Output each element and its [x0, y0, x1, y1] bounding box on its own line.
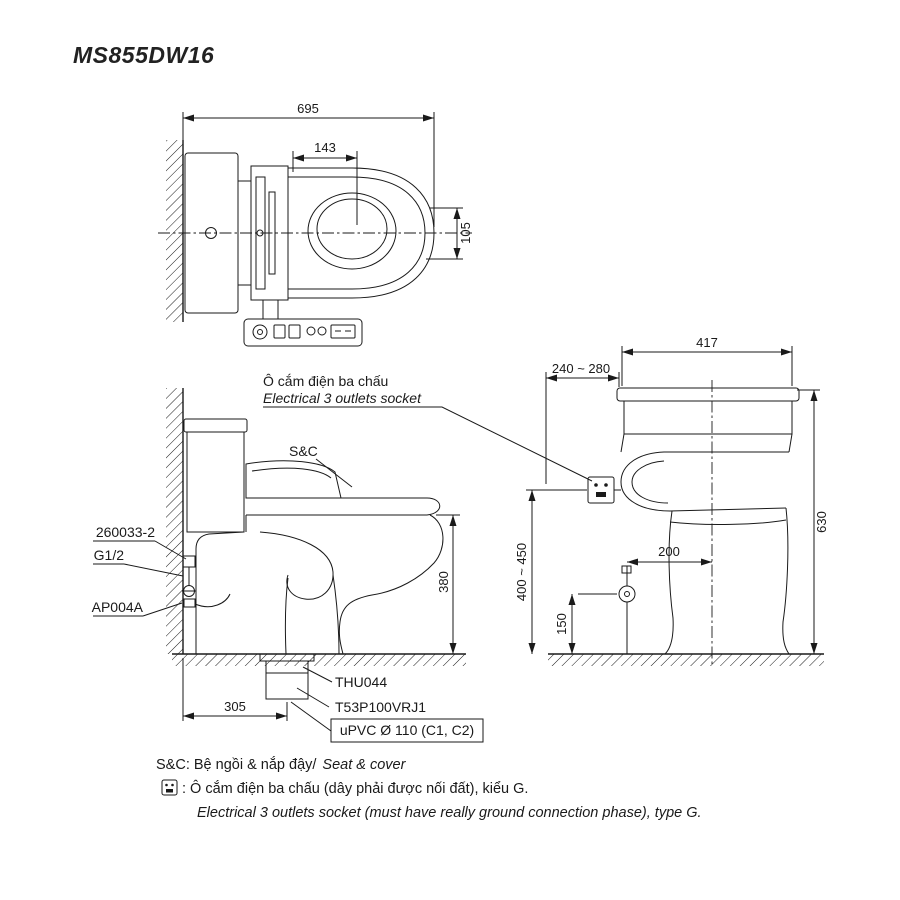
dim-400-450: 400 ~ 450	[514, 489, 587, 654]
toilet-side-outline	[183, 418, 444, 700]
socket-label-en: Electrical 3 outlets socket	[263, 390, 422, 406]
note-socket-vi: : Ô cắm điện ba chấu (dây phải được nối …	[182, 780, 528, 797]
floor-section-side	[172, 653, 466, 666]
supply-valve-assembly	[182, 555, 231, 608]
note-socket-en: Electrical 3 outlets socket (must have r…	[197, 805, 702, 821]
front-view: 417 240 ~ 280 630 400 ~ 450 200 150	[514, 335, 829, 666]
note-seat-cover-en: Seat & cover	[322, 757, 406, 773]
part-thread-label: G1/2	[94, 547, 125, 563]
part-valve-label: 260033-2	[96, 524, 155, 540]
electrical-socket	[587, 476, 621, 504]
top-view: 695 143 105	[158, 101, 473, 347]
callout-socket: Ô cắm điện ba chấu Electrical 3 outlets …	[263, 373, 593, 482]
dim-305: 305	[182, 658, 288, 721]
toilet-front-outline	[616, 387, 800, 655]
side-view: 260033-2 G1/2 AP004A S&C Ô cắm điện ba c…	[92, 373, 593, 743]
callout-hose: AP004A	[92, 599, 183, 617]
dim-105: 105	[426, 207, 473, 260]
control-panel-top	[243, 300, 363, 347]
callout-thread: G1/2	[93, 547, 184, 577]
model-title: MS855DW16	[73, 42, 214, 68]
dim-240-280: 240 ~ 280	[545, 361, 620, 484]
callout-drain: T53P100VRJ1	[296, 687, 426, 715]
callout-seat-cover: S&C	[289, 443, 353, 488]
wall-section-top	[166, 140, 184, 322]
dim-150-label: 150	[554, 613, 569, 635]
dim-200-label: 200	[658, 544, 680, 559]
note-seat-cover: S&C: Bệ ngồi & nắp đậy/Seat & cover	[156, 756, 407, 773]
callout-valve: 260033-2	[93, 524, 187, 560]
seat-top	[287, 167, 435, 299]
dim-630: 630	[797, 389, 829, 654]
socket-label-vi: Ô cắm điện ba chấu	[263, 373, 388, 389]
dim-150: 150	[554, 593, 617, 654]
dim-105-label: 105	[458, 222, 473, 244]
part-pipe-label: uPVC Ø 110 (C1, C2)	[340, 722, 474, 738]
dim-695: 695	[182, 101, 435, 227]
dim-417: 417	[621, 335, 793, 386]
seat-cover-label: S&C	[289, 443, 318, 459]
wall-section-side	[166, 388, 184, 654]
dim-143: 143	[292, 140, 358, 225]
dim-240-280-label: 240 ~ 280	[552, 361, 610, 376]
callout-flange: THU044	[302, 666, 387, 690]
socket-icon	[161, 779, 178, 796]
dim-695-label: 695	[297, 101, 319, 116]
dim-400-450-label: 400 ~ 450	[514, 543, 529, 601]
dim-380-label: 380	[436, 571, 451, 593]
part-flange-label: THU044	[335, 674, 387, 690]
dim-305-label: 305	[224, 699, 246, 714]
dim-417-label: 417	[696, 335, 718, 350]
dim-630-label: 630	[814, 511, 829, 533]
dim-200: 200	[626, 544, 712, 583]
floor-section-front	[548, 653, 824, 666]
note-seat-cover-vi: S&C: Bệ ngồi & nắp đậy/	[156, 756, 317, 773]
callout-pipe: uPVC Ø 110 (C1, C2)	[290, 701, 484, 743]
part-hose-label: AP004A	[92, 599, 144, 615]
dim-143-label: 143	[314, 140, 336, 155]
part-drain-label: T53P100VRJ1	[335, 699, 426, 715]
footnotes: S&C: Bệ ngồi & nắp đậy/Seat & cover : Ô …	[156, 756, 702, 821]
dim-380: 380	[436, 514, 460, 654]
